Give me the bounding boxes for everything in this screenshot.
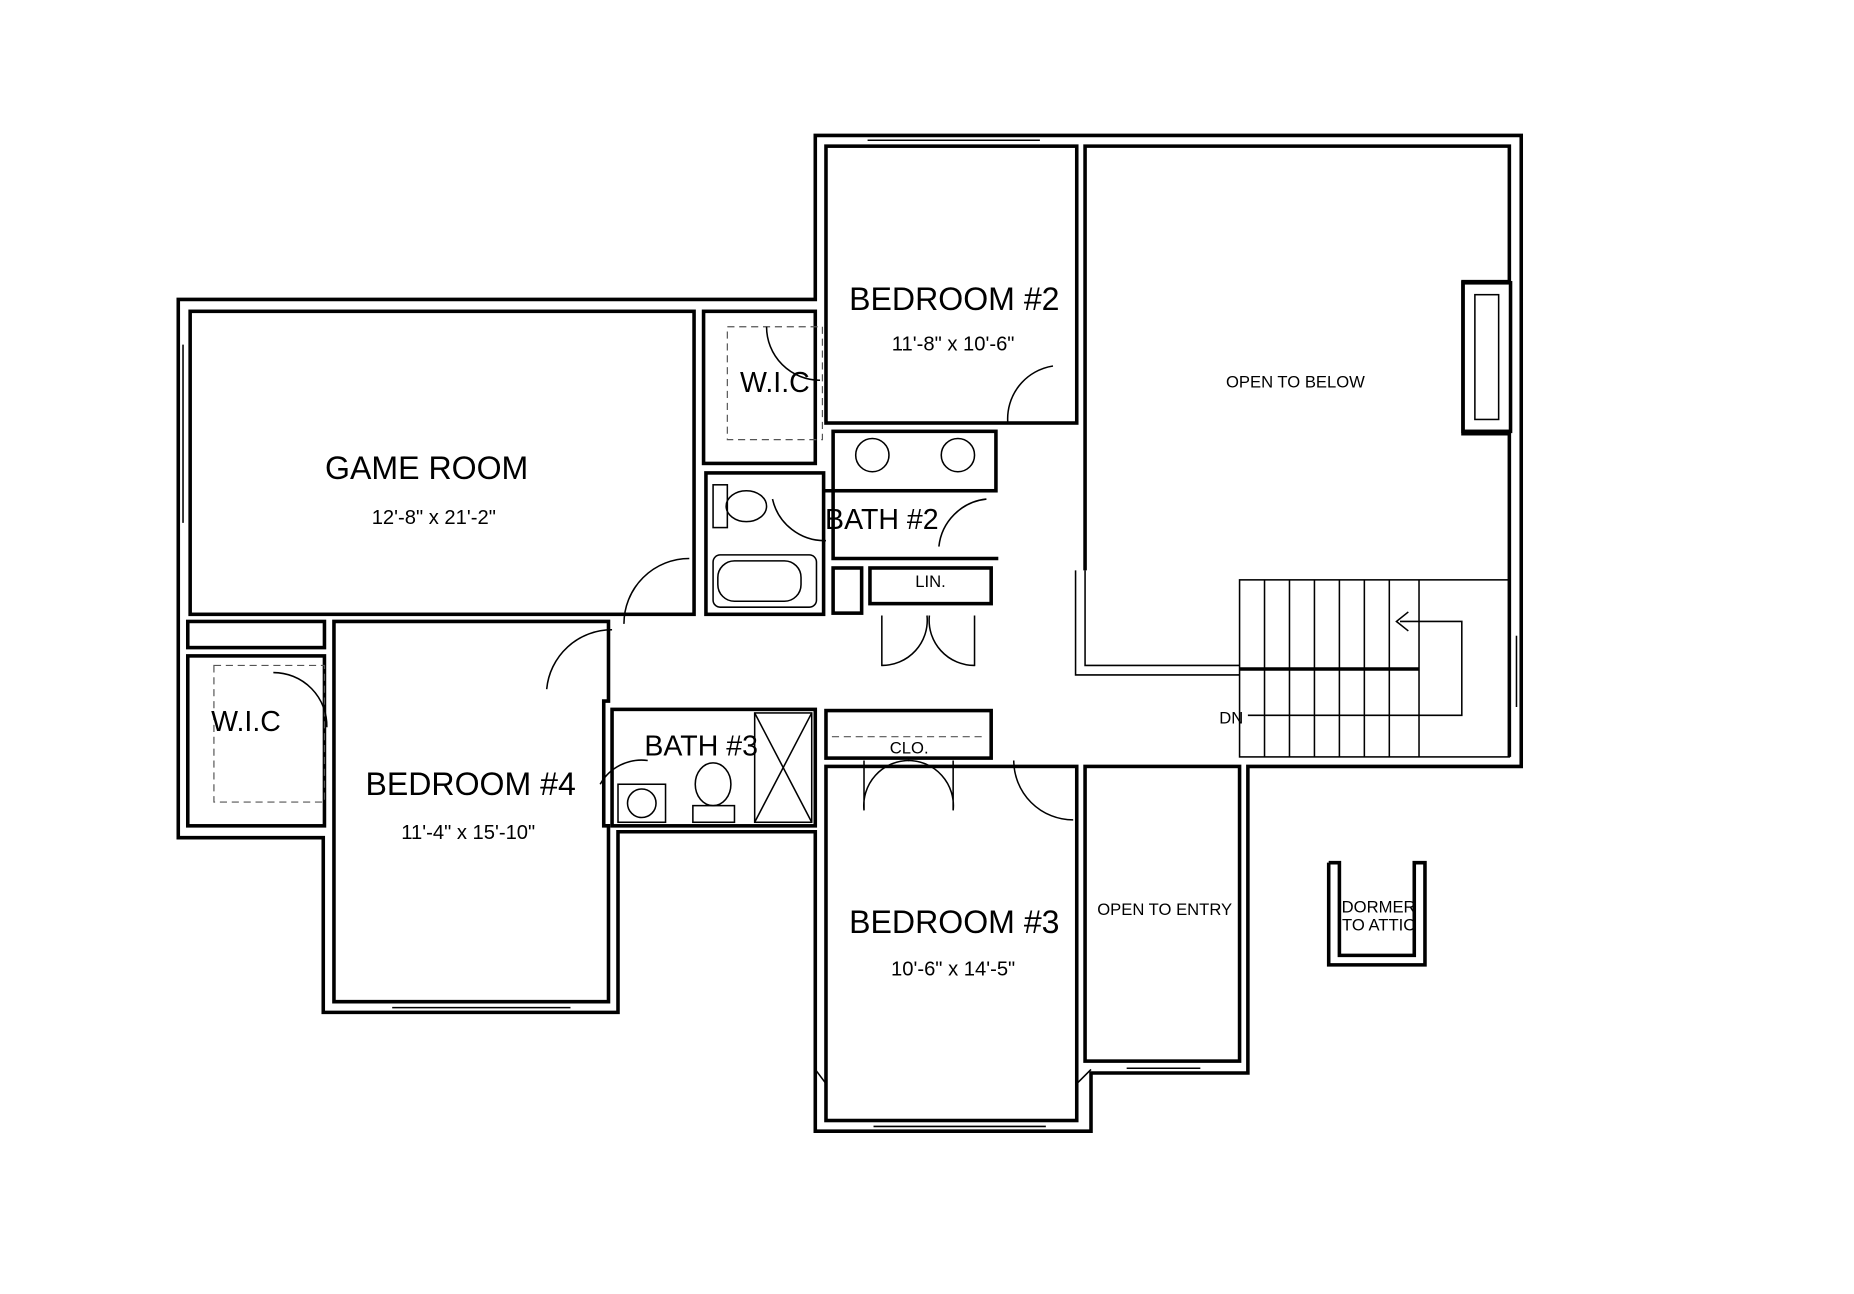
open-to-entry <box>1083 764 1242 1063</box>
wic-upper-label: W.I.C <box>740 367 810 399</box>
bedroom-2 <box>824 144 1079 425</box>
bath-2-vanity <box>831 429 998 493</box>
bedroom-2-label: BEDROOM #2 <box>849 281 1059 317</box>
bedroom-3-size: 10'-6" x 14'-5" <box>891 959 1015 981</box>
dormer <box>1326 860 1427 967</box>
door-swings <box>273 326 1074 821</box>
wic-left <box>185 654 327 828</box>
bath-2-label: BATH #2 <box>825 504 939 536</box>
game-room-size: 12'-8" x 21'-2" <box>372 507 496 529</box>
linen-label: LIN. <box>915 572 946 591</box>
staircase <box>1238 579 1511 758</box>
open-to-below <box>1083 144 1512 757</box>
small-closet <box>185 619 327 650</box>
wic-left-label: W.I.C <box>211 706 281 738</box>
dormer-label-2: TO ATTIC <box>1342 915 1415 934</box>
game-room-label: GAME ROOM <box>325 450 528 486</box>
dormer-label-1: DORMER <box>1342 898 1416 917</box>
closet <box>824 708 993 760</box>
bedroom-4-label: BEDROOM #4 <box>365 766 575 802</box>
bath-3 <box>610 707 818 828</box>
windows <box>177 139 1518 1128</box>
open-to-entry-label: OPEN TO ENTRY <box>1097 900 1232 919</box>
linen-closet <box>868 566 993 606</box>
closet-label: CLO. <box>890 738 929 757</box>
open-to-below-label: OPEN TO BELOW <box>1226 372 1365 391</box>
stairs-down-label: DN <box>1219 709 1243 728</box>
exterior-wall <box>176 133 1524 1133</box>
bath-2 <box>704 471 826 617</box>
wic-upper <box>701 309 818 466</box>
bedroom-3 <box>824 764 1079 1123</box>
bedroom-4 <box>332 619 611 1004</box>
bedroom-4-size: 11'-4" x 15'-10" <box>401 822 535 844</box>
game-room <box>188 309 696 617</box>
bedroom-2-size: 11'-8" x 10'-6" <box>892 334 1015 356</box>
bedroom-3-label: BEDROOM #3 <box>849 904 1059 940</box>
bath-3-label: BATH #3 <box>644 731 758 763</box>
